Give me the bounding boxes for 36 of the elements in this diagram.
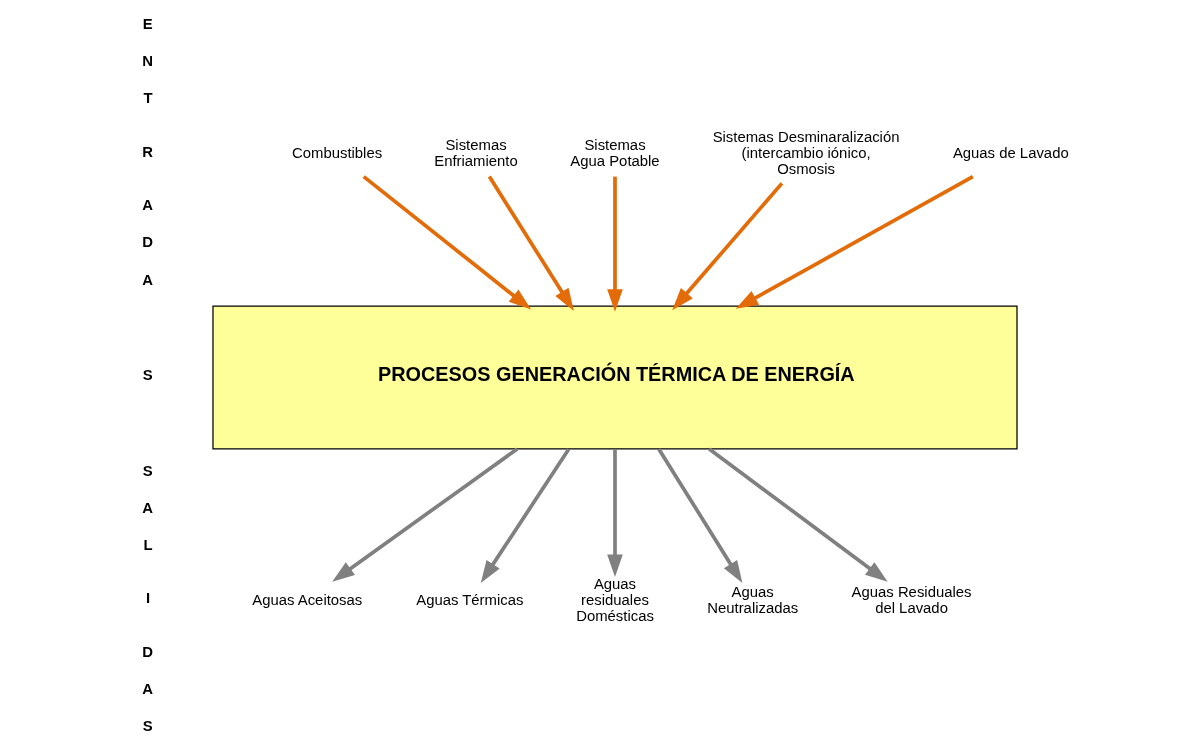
label: N: [141, 53, 153, 70]
arrow: [606, 176, 623, 312]
node-text: Combustibles: [291, 145, 382, 162]
label: A: [141, 271, 153, 288]
label: S: [142, 367, 153, 384]
label: D: [141, 234, 153, 251]
arrow: [487, 175, 574, 311]
arrow: [480, 448, 570, 583]
label: A: [141, 681, 153, 698]
arrow: [362, 175, 531, 310]
arrow: [606, 449, 623, 577]
label: D: [141, 643, 153, 660]
label: A: [141, 197, 153, 214]
node-box: PROCESOS GENERACIÓN TÉRMICA DE ENERGÍA: [211, 305, 1018, 450]
label: S: [142, 462, 153, 479]
node-text: Aguas residuales Domésticas: [575, 575, 654, 624]
node-text: Sistemas Enfriamiento: [433, 136, 518, 170]
node-text: Aguas Térmicas: [415, 591, 523, 608]
label: I: [145, 590, 150, 607]
arrow: [671, 182, 783, 311]
arrow: [656, 448, 742, 583]
arrow: [735, 174, 974, 309]
arrow: [707, 447, 888, 582]
node-text: Aguas de Lavado: [952, 145, 1069, 162]
node-text: Aguas Residuales del Lavado: [851, 583, 971, 616]
label: S: [142, 718, 153, 735]
node-text: Sistemas Desminaralización (intercambio iónico, Osmosis: [712, 128, 899, 178]
node-text: Sistemas Agua Potable: [569, 136, 660, 170]
label: A: [141, 499, 153, 516]
label: R: [141, 143, 153, 160]
label: E: [142, 15, 153, 32]
arrow: [331, 447, 518, 582]
label: L: [143, 537, 153, 554]
node-text: Aguas Aceitosas: [251, 591, 362, 608]
label: T: [143, 90, 153, 107]
node-text: Aguas Neutralizadas: [706, 583, 798, 616]
